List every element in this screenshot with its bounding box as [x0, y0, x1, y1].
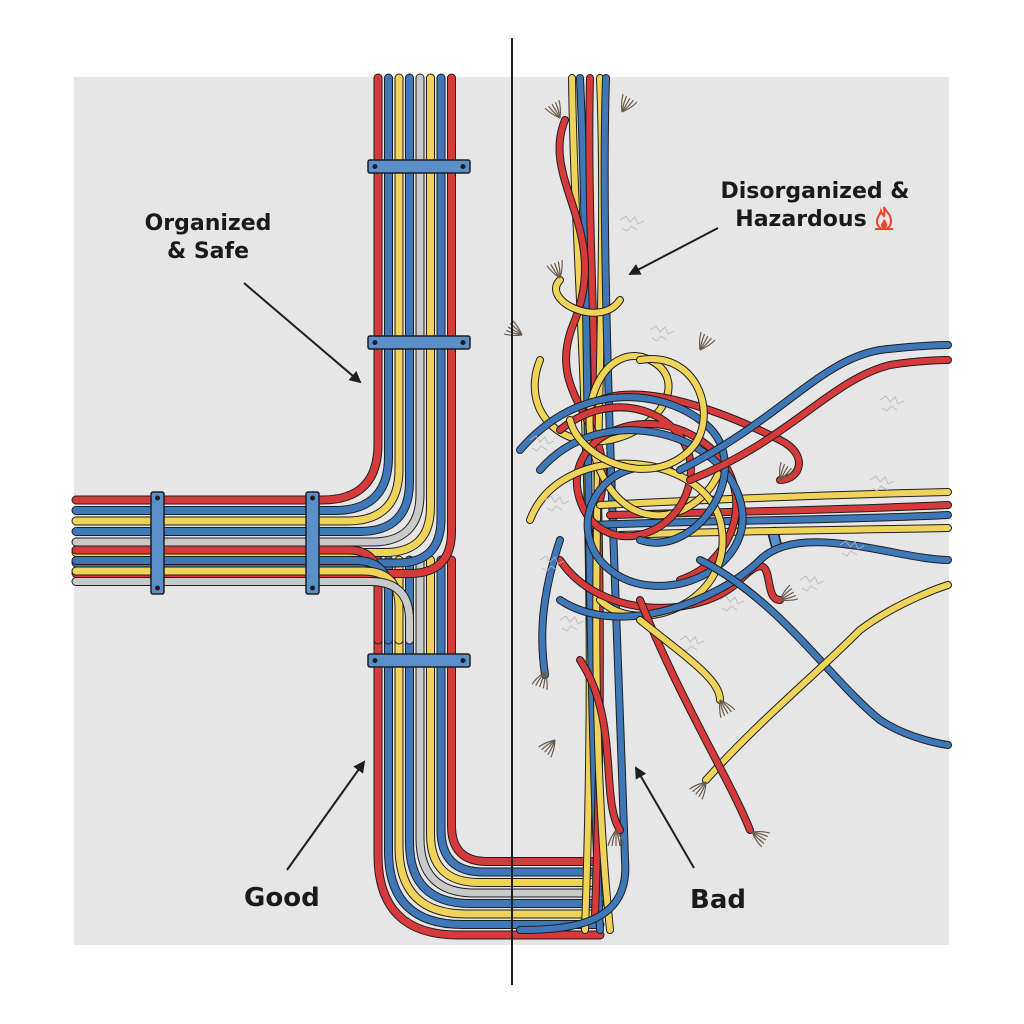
frayed-end	[689, 781, 707, 800]
wire	[577, 657, 623, 833]
wire	[406, 556, 604, 907]
wire	[72, 74, 445, 567]
wire	[703, 582, 951, 783]
frayed-strand	[689, 781, 707, 790]
frayed-end	[531, 671, 548, 690]
wire	[587, 512, 951, 528]
frayed-strand	[779, 598, 799, 602]
frayed-end	[544, 99, 562, 119]
wire	[72, 74, 403, 525]
debris-mark	[799, 575, 825, 592]
debris-mark	[559, 615, 585, 632]
wire	[553, 277, 623, 316]
frayed-strand	[779, 469, 796, 481]
debris-mark	[619, 215, 645, 232]
cable-tie	[367, 335, 471, 350]
frayed-strand	[558, 99, 562, 119]
wire	[72, 74, 413, 535]
frayed-strand	[751, 831, 763, 848]
wire	[72, 74, 424, 546]
wire	[517, 75, 629, 933]
wire	[687, 357, 951, 483]
wire	[537, 427, 746, 589]
frayed-strand	[621, 101, 638, 113]
frayed-strand	[699, 339, 716, 351]
frayed-end	[698, 331, 716, 351]
arrow-organized	[243, 282, 362, 384]
fire-icon	[874, 206, 893, 230]
frayed-strand	[718, 699, 722, 719]
disorganized-label-line2-wrap: Hazardous	[700, 206, 930, 234]
wire	[72, 74, 455, 577]
wire	[427, 556, 604, 886]
wire	[72, 74, 434, 556]
wire	[437, 556, 604, 876]
debris-mark	[539, 555, 565, 572]
frayed-strand	[511, 319, 523, 336]
wire	[539, 537, 563, 678]
wire	[72, 557, 392, 644]
frayed-strand	[538, 739, 556, 748]
frayed-end	[751, 830, 771, 848]
frayed-strand	[531, 671, 546, 685]
debris-mark	[879, 395, 905, 412]
wire	[677, 342, 951, 473]
cable-tie	[367, 159, 471, 174]
debris-mark	[719, 595, 745, 612]
debris-mark	[679, 635, 705, 652]
frayed-end	[620, 93, 638, 113]
cable-ties	[150, 159, 784, 668]
wire	[72, 74, 392, 514]
arrow-bad	[634, 766, 695, 869]
frayed-end	[779, 584, 799, 602]
wire	[374, 556, 604, 939]
good-label: Good	[244, 883, 320, 913]
wire	[385, 556, 604, 928]
wire	[637, 617, 723, 703]
organized-label-line2: & Safe	[166, 238, 250, 264]
frayed-end	[778, 461, 796, 481]
disorganized-hazardous-label: Disorganized & Hazardous	[700, 178, 930, 233]
tangled-wire-mess	[516, 74, 952, 934]
wire	[697, 557, 951, 748]
wire	[557, 539, 951, 620]
frayed-end	[538, 739, 556, 758]
frayed-strand	[559, 260, 563, 279]
dust-debris	[529, 215, 905, 652]
wire	[557, 557, 783, 611]
debris-mark	[869, 475, 895, 492]
frayed-end	[607, 829, 625, 847]
organized-label-line1: Organized	[144, 211, 272, 236]
frayed-strand	[607, 829, 617, 847]
cable-tie	[150, 491, 165, 595]
disorganized-label-line1: Disorganized &	[720, 179, 910, 204]
wire	[597, 489, 951, 508]
arrow-disorganized	[628, 227, 719, 275]
wire	[395, 556, 604, 918]
bad-label: Bad	[690, 885, 746, 915]
cable-tie	[305, 491, 320, 595]
frayed-end	[546, 260, 563, 279]
wire	[72, 578, 413, 644]
wire	[416, 556, 604, 897]
wire	[448, 556, 604, 865]
debris-mark	[544, 495, 570, 512]
arrow-good	[286, 760, 366, 871]
cable-tie	[367, 653, 471, 668]
debris-mark	[839, 540, 865, 557]
debris-mark	[649, 325, 675, 342]
disorganized-label-line2: Hazardous	[735, 206, 867, 232]
organized-wire-bundle	[71, 73, 605, 940]
frayed-end	[718, 699, 736, 719]
debris-mark	[529, 435, 555, 452]
wire	[72, 74, 382, 504]
wire	[617, 525, 951, 538]
organized-safe-label: Organized & Safe	[128, 210, 288, 265]
wire	[567, 356, 707, 472]
frayed-wire-ends	[503, 93, 799, 848]
